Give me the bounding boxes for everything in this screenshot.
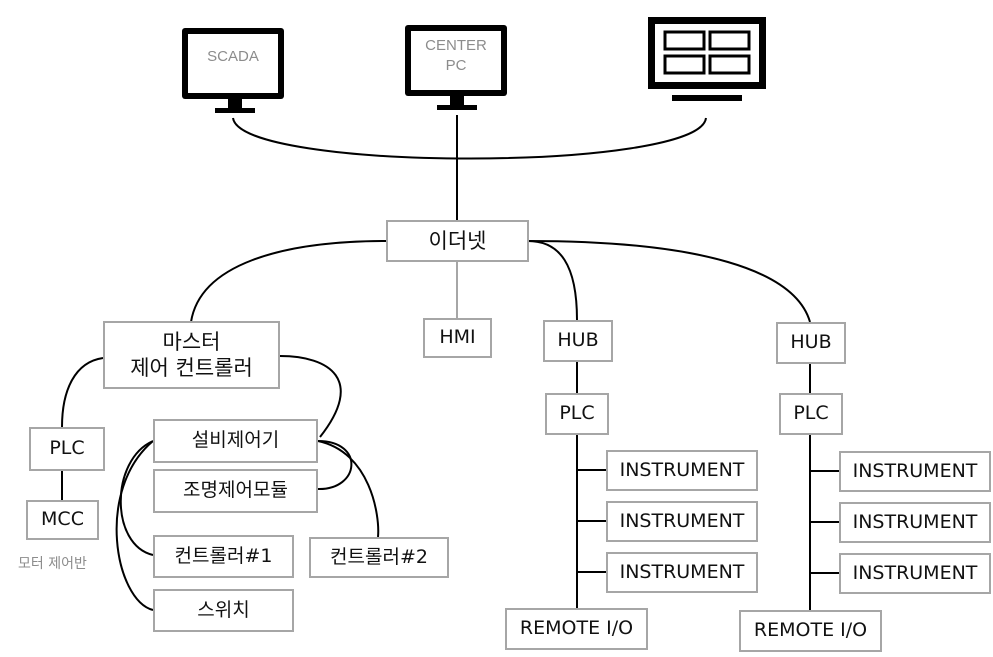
instrument-node-1-3[interactable]: INSTRUMENT [606,552,758,593]
backbone-arc [232,117,707,160]
equipment-to-lighting [317,440,353,491]
controller-2-node[interactable]: 컨트롤러#2 [309,537,449,578]
ethernet-to-hub-1 [527,240,578,321]
equipment-controller-node[interactable]: 설비제어기 [153,419,318,463]
equipment-to-switch [115,440,154,611]
video-wall-icon [648,17,766,101]
instrument-node-1-2[interactable]: INSTRUMENT [606,501,758,542]
instrument-node-2-1[interactable]: INSTRUMENT [839,451,991,492]
remote-io-node-2[interactable]: REMOTE I/O [739,610,882,652]
mcc-node[interactable]: MCC [26,500,99,540]
controller-1-node[interactable]: 컨트롤러#1 [153,535,294,578]
instrument-node-2-2[interactable]: INSTRUMENT [839,502,991,543]
center-pc-monitor-icon [405,25,507,110]
hub-node-1[interactable]: HUB [543,320,613,362]
mcc-caption: 모터 제어반 [18,556,87,572]
hub-node-2[interactable]: HUB [776,322,846,364]
switch-node[interactable]: 스위치 [153,589,294,632]
lighting-control-module-node[interactable]: 조명제어모듈 [153,469,318,513]
ethernet-to-hub-2 [527,240,811,323]
master-controller-node[interactable]: 마스터 제어 컨트롤러 [103,321,280,389]
instrument-node-2-3[interactable]: INSTRUMENT [839,553,991,594]
scada-label: SCADA [207,48,259,65]
plc-node-2[interactable]: PLC [779,393,843,435]
equipment-to-controller-1 [119,440,154,556]
instrument-node-1-1[interactable]: INSTRUMENT [606,450,758,491]
scada-monitor-icon [182,28,284,113]
plc-node-master[interactable]: PLC [29,427,105,471]
ethernet-node[interactable]: 이더넷 [386,220,529,262]
hmi-node[interactable]: HMI [423,318,492,358]
equipment-to-controller-2 [317,440,380,538]
center-pc-label: CENTER PC [425,37,487,74]
plc-node-1[interactable]: PLC [545,393,609,435]
ethernet-to-master [190,240,388,323]
master-to-plc [61,357,104,428]
remote-io-node-1[interactable]: REMOTE I/O [505,608,648,650]
master-to-equipment [279,355,342,438]
